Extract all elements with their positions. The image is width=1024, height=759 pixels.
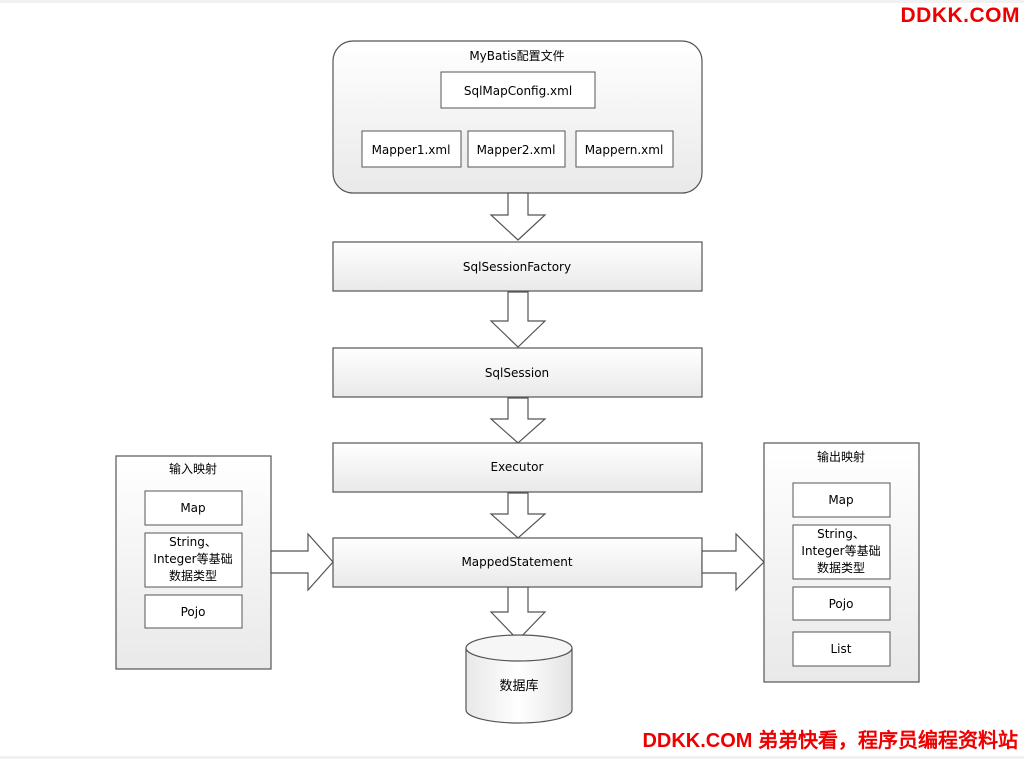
mapper1-label: Mapper1.xml bbox=[372, 143, 451, 157]
input-item-map-label: Map bbox=[180, 501, 205, 515]
mapper2-label: Mapper2.xml bbox=[477, 143, 556, 157]
output-item-map-label: Map bbox=[828, 493, 853, 507]
sqlmapconfig-box bbox=[440, 71, 596, 109]
executor-label: Executor bbox=[491, 460, 544, 474]
sqlsession-label: SqlSession bbox=[485, 366, 549, 380]
input-item-map-box bbox=[144, 490, 243, 526]
input-item-basic-types-line2: Integer等基础 bbox=[153, 552, 232, 566]
database-cylinder: 数据库 bbox=[465, 634, 573, 724]
input-mapping-group: 输入映射 Map String、 Integer等基础 数据类型 Pojo bbox=[115, 455, 272, 670]
input-item-basic-types-line3: 数据类型 bbox=[169, 568, 217, 583]
output-item-list-box bbox=[792, 631, 891, 667]
executor-box bbox=[332, 442, 703, 493]
arrow-mapped-to-database bbox=[489, 586, 547, 641]
mapper2-box bbox=[467, 130, 566, 168]
output-item-list-label: List bbox=[831, 642, 852, 656]
bottom-rule bbox=[0, 756, 1024, 759]
config-group-title: MyBatis配置文件 bbox=[469, 48, 564, 63]
arrow-config-to-factory bbox=[489, 192, 547, 241]
output-mapping-group: 输出映射 Map String、 Integer等基础 数据类型 Pojo Li… bbox=[763, 442, 920, 683]
output-item-map-box bbox=[792, 482, 891, 518]
input-item-pojo-label: Pojo bbox=[181, 605, 206, 619]
mappern-box bbox=[575, 130, 674, 168]
config-group-frame bbox=[332, 40, 703, 194]
output-mapping-title: 输出映射 bbox=[817, 449, 865, 464]
flow-steps: SqlSessionFactory SqlSession Executor Ma… bbox=[332, 241, 703, 588]
output-item-pojo-label: Pojo bbox=[829, 597, 854, 611]
arrow-session-to-executor bbox=[489, 397, 547, 444]
sqlsession-box bbox=[332, 347, 703, 398]
database-top bbox=[465, 634, 573, 662]
arrow-mapped-to-output bbox=[701, 532, 765, 592]
arrow-factory-to-session bbox=[489, 291, 547, 348]
watermark-bottom: DDKK.COM 弟弟快看，程序员编程资料站 bbox=[642, 730, 1018, 752]
output-item-pojo-box bbox=[792, 586, 891, 621]
arrow-input-to-mapped bbox=[270, 532, 334, 592]
input-item-pojo-box bbox=[144, 594, 243, 629]
output-item-basic-types-line3: 数据类型 bbox=[817, 560, 865, 575]
input-item-basic-types-line1: String、 bbox=[169, 535, 217, 549]
output-item-basic-types-line2: Integer等基础 bbox=[801, 544, 880, 558]
sqlsessionfactory-label: SqlSessionFactory bbox=[463, 260, 571, 274]
sqlmapconfig-label: SqlMapConfig.xml bbox=[464, 84, 572, 98]
mappedstatement-box bbox=[332, 537, 703, 588]
output-item-basic-types-line1: String、 bbox=[817, 527, 865, 541]
mapper1-box bbox=[361, 130, 462, 168]
mappedstatement-label: MappedStatement bbox=[461, 555, 572, 569]
database-label: 数据库 bbox=[499, 678, 538, 694]
sqlsessionfactory-box bbox=[332, 241, 703, 292]
watermark-top: DDKK.COM bbox=[900, 4, 1020, 27]
input-mapping-title: 输入映射 bbox=[169, 461, 217, 476]
config-group: MyBatis配置文件 SqlMapConfig.xml Mapper1.xml… bbox=[332, 40, 703, 194]
database-body bbox=[465, 648, 573, 724]
mappern-label: Mappern.xml bbox=[585, 143, 664, 157]
top-rule bbox=[0, 0, 1024, 3]
input-item-basic-types-box bbox=[144, 532, 243, 588]
arrow-executor-to-mapped bbox=[489, 492, 547, 539]
output-item-basic-types-box bbox=[792, 524, 891, 580]
